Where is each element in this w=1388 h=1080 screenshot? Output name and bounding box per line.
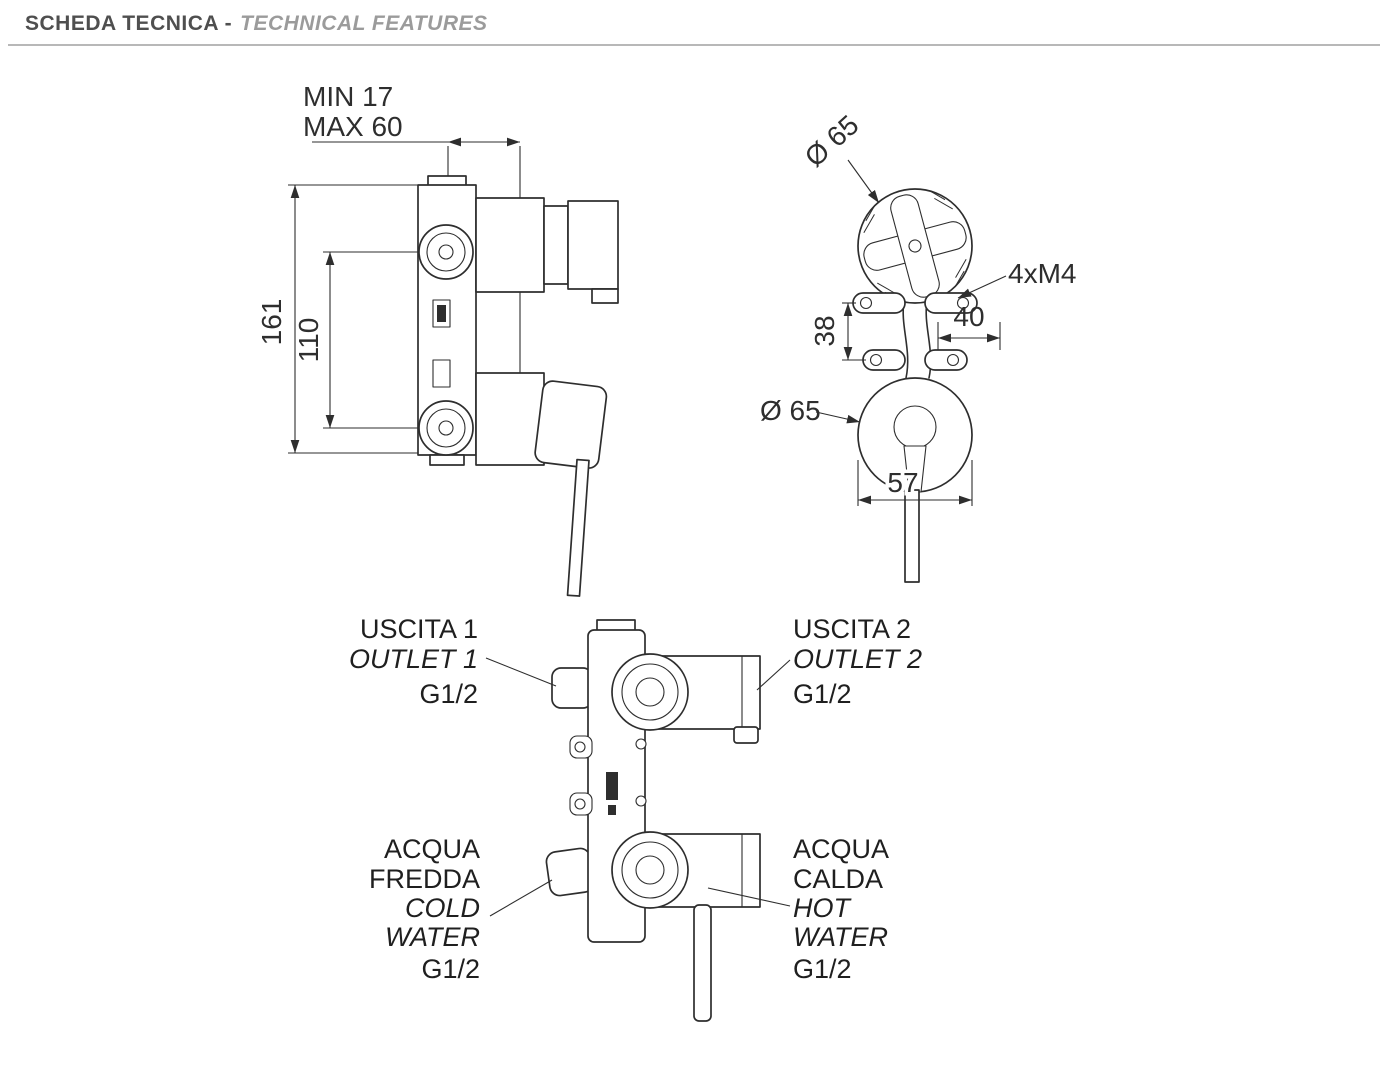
dim-holes-distance: 40: [953, 301, 984, 332]
label-hot-thread: G1/2: [793, 954, 852, 984]
dim-bottom-diameter: Ø 65: [760, 395, 821, 426]
dim-screws: 4xM4: [1008, 258, 1076, 289]
title-english: TECHNICAL FEATURES: [240, 12, 488, 35]
upper-cartridge: [611, 653, 761, 744]
label-cold-acqua: ACQUA: [384, 834, 480, 864]
lever-knob-front: [857, 377, 973, 583]
outlet1-stub: [551, 667, 593, 709]
label-uscita-1: USCITA 1: [360, 614, 478, 644]
label-hot-acqua: ACQUA: [793, 834, 889, 864]
thermostatic-handle-side: [475, 197, 619, 304]
mounting-ears: [852, 292, 978, 371]
dim-overall-height: 161: [256, 299, 287, 346]
lower-cartridge: [611, 831, 761, 1022]
label-uscita-2: USCITA 2: [793, 614, 911, 644]
dim-max-depth: MAX 60: [303, 111, 403, 142]
dim-min-depth: MIN 17: [303, 81, 393, 112]
lever-handle-side: [475, 372, 608, 597]
label-hot-water: WATER: [793, 922, 888, 952]
label-hot: HOT: [793, 893, 853, 923]
label-hot-calda: CALDA: [793, 864, 883, 894]
front-view: Ø 65 4xM4 40 38 Ø 65 57: [760, 109, 1076, 583]
side-view: MIN 17 MAX 60 161 110: [256, 81, 619, 597]
dim-body-width: 57: [887, 467, 918, 498]
technical-drawing: MIN 17 MAX 60 161 110: [256, 81, 1076, 1022]
label-outlet-2: OUTLET 2: [793, 644, 922, 674]
title-italian: SCHEDA TECNICA -: [25, 12, 233, 35]
label-cold-fredda: FREDDA: [369, 864, 480, 894]
label-cold-water: WATER: [385, 922, 480, 952]
screw-holes: [569, 735, 647, 816]
label-outlet1-thread: G1/2: [419, 679, 478, 709]
label-outlet2-thread: G1/2: [793, 679, 852, 709]
cross-knob: [857, 188, 973, 304]
page-header: SCHEDA TECNICA - TECHNICAL FEATURES: [25, 12, 488, 36]
label-outlet-1: OUTLET 1: [349, 644, 478, 674]
dim-centers-distance: 110: [293, 318, 324, 363]
label-cold: COLD: [405, 893, 480, 923]
connections-view: USCITA 1 OUTLET 1 G1/2 USCITA 2 OUTLET 2…: [349, 614, 922, 1022]
handle-rod: [693, 904, 712, 1022]
dim-rows-distance: 38: [809, 315, 840, 346]
brand-mark: [606, 772, 618, 800]
header-divider: [8, 44, 1380, 46]
dim-top-diameter: Ø 65: [799, 109, 865, 173]
label-cold-thread: G1/2: [421, 954, 480, 984]
